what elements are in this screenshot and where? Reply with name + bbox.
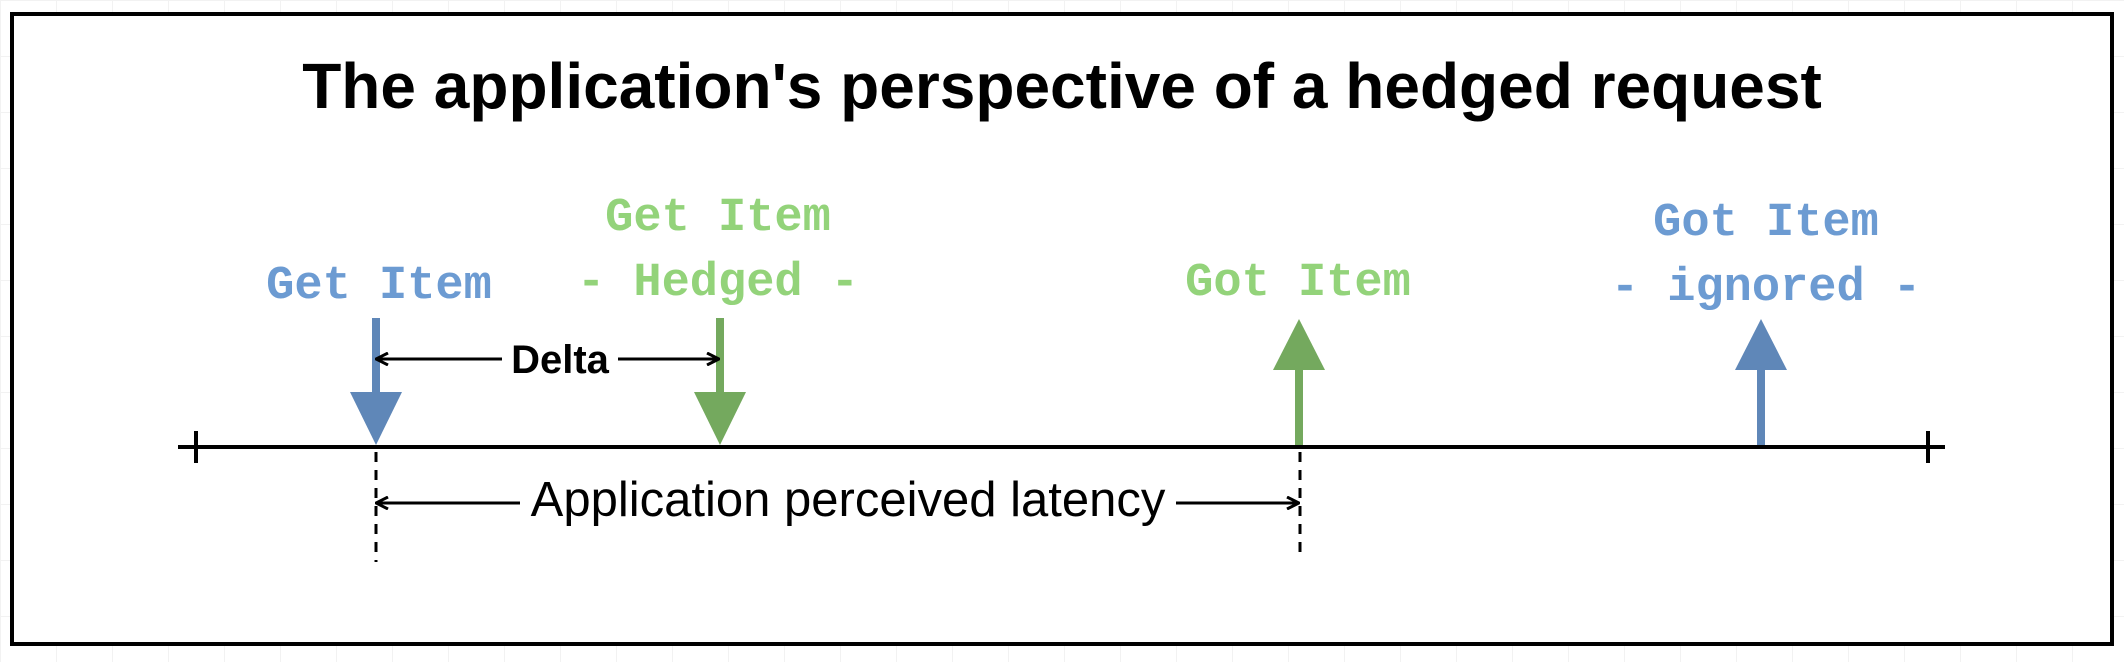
get-item-label: Get Item: [266, 260, 492, 313]
got-item-label: Got Item: [1185, 257, 1411, 310]
diagram-title: The application's perspective of a hedge…: [302, 50, 1822, 122]
latency-label: Application perceived latency: [531, 473, 1166, 527]
got-item-arrow: [1273, 319, 1325, 445]
delta-label: Delta: [511, 338, 610, 382]
got-item-ignored-label-line2: - ignored -: [1611, 262, 1921, 315]
got-item-ignored-label-line1: Got Item: [1653, 197, 1879, 250]
get-item-hedged-arrow: [694, 318, 746, 445]
got-item-ignored-arrow: [1735, 319, 1787, 445]
get-item-hedged-label-line1: Get Item: [605, 192, 831, 245]
get-item-hedged-label-line2: - Hedged -: [577, 257, 859, 310]
